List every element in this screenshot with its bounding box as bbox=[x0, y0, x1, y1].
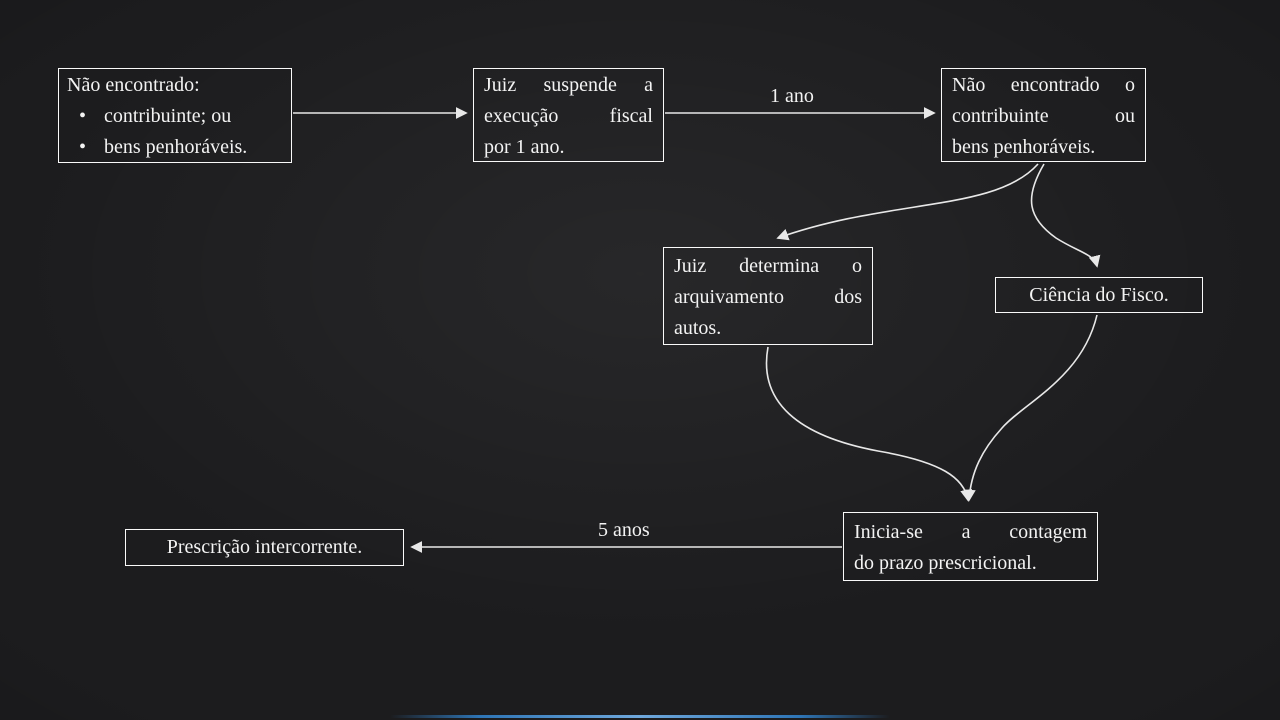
flow-node-not-found-again: Não encontrado o contribuinte ou bens pe… bbox=[941, 68, 1146, 162]
edge-notfound-to-archive bbox=[776, 163, 1039, 241]
edge-archive-to-count bbox=[765, 346, 973, 502]
flow-node-judge-archives: Juiz determina o arquivamento dos autos. bbox=[663, 247, 873, 345]
node-bullet-item: bens penhoráveis. bbox=[67, 132, 283, 163]
node-text: Ciência do Fisco. bbox=[1029, 283, 1169, 306]
flow-node-not-found-start: Não encontrado: contribuinte; ou bens pe… bbox=[58, 68, 292, 163]
edge-label-five-years: 5 anos bbox=[598, 519, 650, 541]
node-text-line: bens penhoráveis. bbox=[952, 136, 1096, 158]
edge-label-one-year: 1 ano bbox=[770, 85, 814, 107]
edge-fisco-to-count bbox=[963, 314, 1098, 502]
node-text-line: contribuinte ou bbox=[952, 105, 1135, 127]
node-text-line: autos. bbox=[674, 317, 722, 339]
node-text-line: Juiz determina o bbox=[674, 255, 862, 277]
flow-node-judge-suspends: Juiz suspende a execução fiscal por 1 an… bbox=[473, 68, 664, 162]
flow-node-fisco-notice: Ciência do Fisco. bbox=[995, 277, 1203, 313]
node-bullet-list: contribuinte; ou bens penhoráveis. bbox=[67, 101, 283, 163]
node-text-line: Não encontrado o bbox=[952, 74, 1135, 96]
bottom-accent-line bbox=[390, 715, 890, 718]
flow-node-prescription-count: Inicia-se a contagem do prazo prescricio… bbox=[843, 512, 1098, 581]
node-title: Não encontrado: bbox=[67, 74, 200, 96]
node-text: Prescrição intercorrente. bbox=[166, 536, 363, 558]
node-text-line: execução fiscal bbox=[484, 105, 653, 127]
node-text-line: Juiz suspende a bbox=[484, 74, 653, 96]
flow-node-intercurrent-prescription: Prescrição intercorrente. bbox=[125, 529, 404, 566]
node-text-line: Inicia-se a contagem bbox=[854, 521, 1087, 543]
node-bullet-item: contribuinte; ou bbox=[67, 101, 283, 132]
node-text-line: por 1 ano. bbox=[484, 136, 565, 158]
node-text-line: do prazo prescricional. bbox=[854, 552, 1037, 574]
node-text-line: arquivamento dos bbox=[674, 286, 862, 308]
edge-notfound-to-fisco bbox=[1030, 163, 1101, 268]
